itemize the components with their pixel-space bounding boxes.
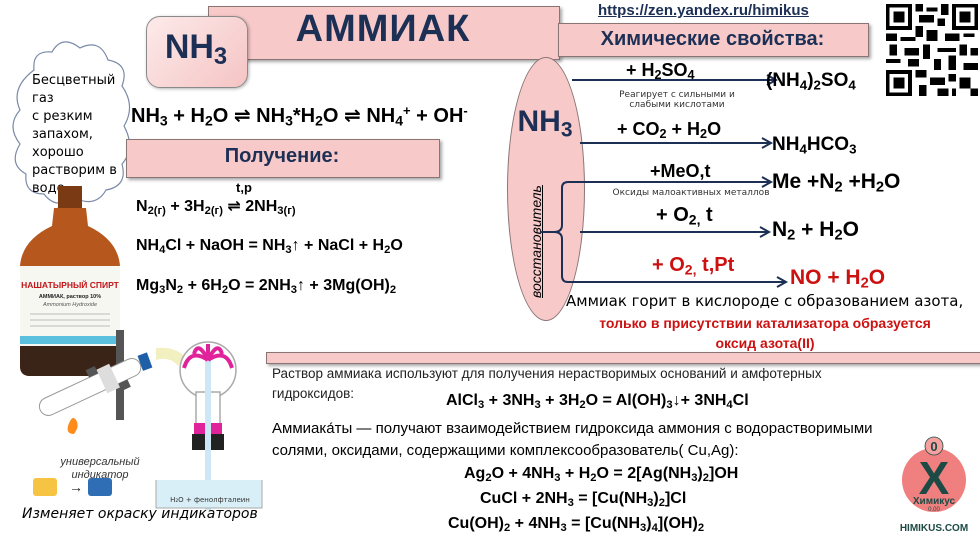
arrowhead-h2so4 bbox=[766, 74, 779, 86]
lab-prep-equation: NH4Cl + NaOH = NH3↑ + NaCl + H2O bbox=[136, 237, 403, 256]
formula-title: NH3 bbox=[164, 28, 228, 70]
svg-text:Ammonium Hydroxide: Ammonium Hydroxide bbox=[42, 302, 97, 308]
ammonia-center-formula: NH3 bbox=[517, 105, 573, 142]
ammonia-bottle-image: НАШАТЫРНЫЙ СПИРТ АММИАК, раствор 10% Amm… bbox=[20, 186, 120, 376]
reagent-oxygen-platinum: + O2, t,Pt bbox=[652, 254, 735, 278]
lab-apparatus-image: → H₂O + фенолфталеин bbox=[33, 330, 263, 510]
combustion-note: Аммиак горит в кислороде с образованием … bbox=[566, 292, 964, 310]
property-note: Бесцветный газ с резким запахом, хорошо … bbox=[32, 73, 117, 196]
blue-litmus bbox=[137, 352, 153, 371]
obtaining-banner bbox=[126, 139, 440, 178]
bracket bbox=[553, 181, 580, 283]
source-link[interactable]: https://zen.yandex.ru/himikus bbox=[598, 2, 809, 19]
obtaining-title: Получение: bbox=[224, 145, 340, 167]
logo-circle bbox=[902, 448, 966, 512]
bottle-label: НАШАТЫРНЫЙ СПИРТ bbox=[21, 279, 120, 290]
synthesis-equation: N2(г) + 3H2(г) ⇌ 2NH3(г) bbox=[136, 198, 296, 217]
indicator-label: универсальный индикатор bbox=[60, 456, 140, 481]
chemical-properties-title: Химические свойства: bbox=[600, 28, 825, 50]
product-metal-nitrogen-water: Me +N2 +H2O bbox=[772, 170, 901, 196]
arrowhead-meo bbox=[761, 176, 774, 188]
reagent-oxygen: + O2, t bbox=[656, 204, 713, 228]
arrowhead-o2 bbox=[759, 226, 772, 238]
formula-card bbox=[146, 16, 248, 88]
svg-text:АММИАК, раствор 10%: АММИАК, раствор 10% bbox=[39, 294, 101, 300]
indicator-caption: Изменяет окраску индикаторов bbox=[22, 506, 258, 522]
reagent-co2: + CO2 + H2O bbox=[617, 119, 722, 142]
reagent-h2so4: + H2SO4 bbox=[626, 60, 695, 83]
arrow-icon: → bbox=[69, 479, 83, 495]
fountain-jet bbox=[182, 344, 234, 369]
product-nitric-oxide-water: NO + H2O bbox=[790, 266, 886, 292]
fountain-label: H₂O + фенолфталеин bbox=[170, 496, 250, 504]
nitride-hydrolysis-equation: Mg3N2 + 6H2O = 2NH3↑ + 3Mg(OH)2 bbox=[136, 277, 397, 296]
product-ammonium-bicarbonate: NH4HCO3 bbox=[772, 134, 857, 157]
aluminum-hydroxide-equation: AlCl3 + 3NH3 + 3H2O = Al(OH)3↓+ 3NH4Cl bbox=[446, 392, 749, 411]
metal-oxide-note: Оксиды малоактивных металлов bbox=[612, 188, 770, 198]
logo-letter: X bbox=[919, 452, 950, 504]
arrowhead-o2-pt bbox=[776, 276, 789, 288]
conditions-label: t,p bbox=[236, 180, 252, 195]
indicator-yellow-swatch bbox=[33, 478, 57, 496]
copper-hydroxide-ammoniate-equation: Cu(OH)2 + 4NH3 = [Cu(NH3)4](OH)2 bbox=[448, 515, 705, 534]
qr-code[interactable] bbox=[886, 4, 978, 96]
arrowhead-co2 bbox=[761, 137, 774, 149]
catalyst-note: только в присутствии катализатора образу… bbox=[599, 315, 931, 351]
indicator-blue-swatch bbox=[88, 478, 112, 496]
title-banner bbox=[208, 6, 560, 60]
product-nitrogen-water: N2 + H2O bbox=[772, 218, 859, 244]
silver-ammoniate-equation: Ag2O + 4NH3 + H2O = 2[Ag(NH3)2]OH bbox=[464, 465, 739, 484]
himikus-logo[interactable]: 0 X Химикус 0.00 HIMIKUS.COM bbox=[894, 436, 974, 536]
page-title: АММИАК bbox=[295, 8, 471, 50]
reagent-meo: +MeO,t bbox=[650, 161, 711, 181]
ammonia-ellipse bbox=[507, 57, 585, 321]
ammoniates-text: Аммиака́ты — получают взаимодействием ги… bbox=[272, 420, 873, 459]
logo-mass: 0.00 bbox=[928, 507, 940, 513]
reaction-arrows bbox=[540, 74, 789, 288]
section-divider bbox=[266, 352, 980, 364]
logo-name: Химикус bbox=[913, 496, 956, 507]
flame-icon bbox=[67, 418, 78, 434]
logo-site: HIMIKUS.COM bbox=[900, 523, 968, 534]
chemical-properties-banner bbox=[558, 23, 869, 57]
hydration-equation: NH3 + H2O ⇌ NH3*H2O ⇌ NH4+ + OH- bbox=[131, 102, 468, 129]
copper-chloride-ammoniate-equation: CuCl + 2NH3 = [Cu(NH3)2]Cl bbox=[480, 490, 687, 509]
logo-number: 0 bbox=[930, 439, 937, 454]
product-ammonium-sulfate: (NH4)2SO4 bbox=[766, 70, 856, 93]
solution-use-text: Раствор аммиака используют для получения… bbox=[272, 366, 822, 401]
